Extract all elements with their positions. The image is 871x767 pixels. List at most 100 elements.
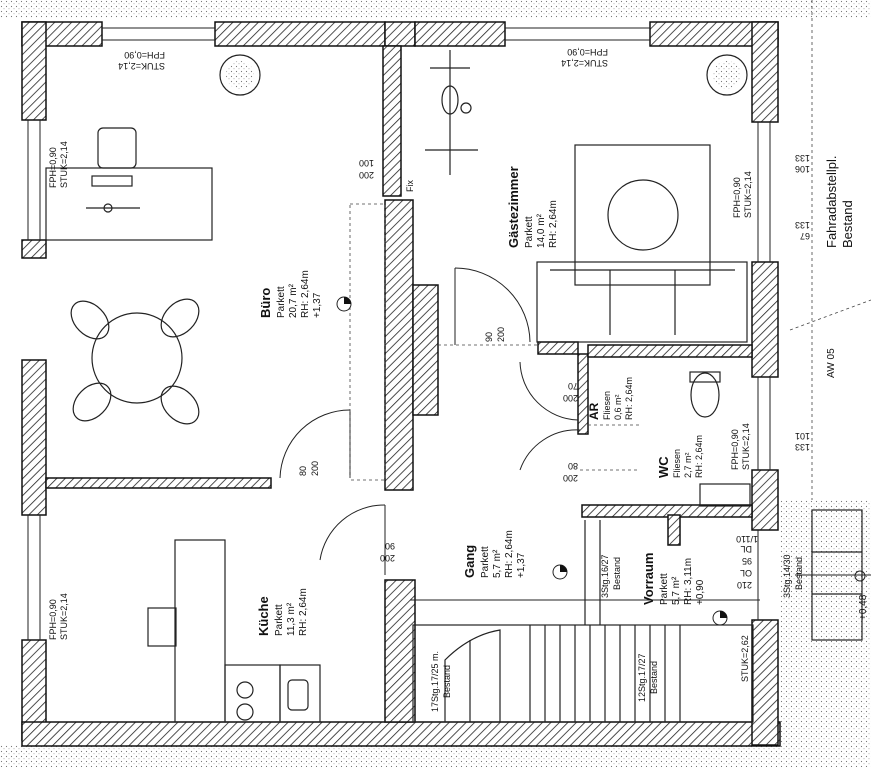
kitchen-counter: [147, 539, 321, 723]
door-dimension: 90 200: [484, 327, 506, 342]
room-area: 5,7 m²: [671, 576, 682, 605]
door-swing: [454, 267, 531, 343]
desk-furniture: [45, 127, 213, 241]
svg-text:80: 80: [298, 466, 308, 476]
bike-icon: [425, 50, 478, 175]
svg-text:106: 106: [795, 164, 810, 174]
room-level: +0,90: [695, 579, 706, 605]
property-line: [789, 299, 871, 331]
window-label: FPH=0,90 STUK=2,14: [730, 423, 751, 470]
svg-text:210: 210: [737, 580, 752, 590]
fix-label: Fix: [405, 180, 415, 192]
svg-text:133: 133: [795, 153, 810, 163]
exterior-right: [780, 500, 871, 745]
svg-text:STUK=2,14: STUK=2,14: [59, 141, 69, 188]
plant-icon: [219, 54, 261, 96]
svg-text:200: 200: [380, 553, 395, 563]
level-marker-icon: [336, 296, 352, 312]
door-swing: [519, 361, 579, 421]
door-dimension: 200 100: [359, 158, 374, 180]
room-level: +1,37: [516, 552, 527, 578]
window-label: FPH=0,90 STUK=2,14: [48, 593, 69, 640]
window-lines: [27, 27, 771, 640]
svg-text:90: 90: [484, 332, 494, 342]
window-label: STUK=2,14 FPH=0,90: [561, 47, 608, 68]
stair-label: 17Stg.17/25 m. Bestand: [430, 651, 452, 712]
stair-label: 3Stg.14/30 Bestand: [782, 554, 804, 598]
room-vorraum: Vorraum Parkett 5,7 m² RH: 3,11m +0,90: [641, 553, 706, 606]
exterior-level: +0,48: [858, 594, 869, 620]
svg-text:3Stg.14/30: 3Stg.14/30: [782, 554, 792, 598]
room-height: RH: 2,64m: [548, 200, 559, 248]
sink-icon: [699, 483, 751, 507]
door-swing: [319, 504, 386, 561]
svg-text:OL: OL: [740, 568, 752, 578]
svg-text:200: 200: [563, 473, 578, 483]
svg-text:95: 95: [742, 556, 752, 566]
room-name: Vorraum: [641, 553, 656, 606]
window-label: FPH=0,90 STUK=2,14: [48, 141, 69, 188]
stairs: [410, 520, 760, 723]
room-floor: Parkett: [276, 286, 287, 318]
svg-text:STUK=2,14: STUK=2,14: [59, 593, 69, 640]
toilet-tank: [689, 371, 721, 383]
exterior-bottom: [0, 745, 871, 767]
dining-table: [70, 298, 200, 425]
room-name: AR: [587, 402, 601, 420]
window-label: STUK=2,62: [740, 635, 750, 682]
room-name: Küche: [256, 596, 271, 636]
room-area: 11,3 m²: [286, 602, 297, 636]
svg-text:FPH=0,90: FPH=0,90: [567, 47, 608, 57]
window-label: FPH=0,90 STUK=2,14: [732, 171, 753, 218]
door-swing: [279, 409, 351, 479]
svg-text:Bestand: Bestand: [612, 557, 622, 590]
svg-text:STUK=2,14: STUK=2,14: [561, 58, 608, 68]
svg-text:200: 200: [563, 393, 578, 403]
room-floor: Fliesen: [602, 391, 612, 420]
room-floor: Parkett: [524, 216, 535, 248]
bed: [574, 144, 711, 286]
outer-walls: [21, 21, 781, 747]
door-swing: [519, 429, 581, 471]
room-height: RH: 3,11m: [683, 558, 694, 605]
svg-text:200: 200: [496, 327, 506, 342]
stair-label: 3Stg.16/27 Bestand: [600, 554, 622, 598]
room-area: 2,7 m²: [683, 452, 693, 478]
room-floor: Parkett: [480, 546, 491, 578]
svg-text:133: 133: [795, 220, 810, 230]
svg-text:FPH=0,90: FPH=0,90: [48, 147, 58, 188]
svg-text:101: 101: [795, 431, 810, 441]
room-buero: Büro Parkett 20,7 m² RH: 2,64m +1,37: [258, 270, 323, 318]
svg-text:Fahradabstellpl.: Fahradabstellpl.: [824, 156, 839, 249]
svg-text:FPH=0,90: FPH=0,90: [48, 599, 58, 640]
exterior-top: [0, 0, 871, 18]
room-height: RH: 2,64m: [624, 377, 634, 420]
room-floor: Parkett: [659, 573, 670, 605]
sofa: [536, 261, 748, 343]
svg-text:FPH=0,90: FPH=0,90: [732, 177, 742, 218]
room-height: RH: 2,64m: [300, 270, 311, 318]
room-wc: WC Fliesen 2,7 m² RH: 2,64m: [656, 435, 704, 478]
svg-text:100: 100: [359, 158, 374, 168]
svg-text:12Stg.17/27: 12Stg.17/27: [637, 653, 647, 702]
door-dimension: 1/110: [736, 534, 758, 544]
svg-text:80: 80: [568, 461, 578, 471]
svg-text:STUK=2,14: STUK=2,14: [741, 423, 751, 470]
svg-text:17Stg.17/25 m.: 17Stg.17/25 m.: [430, 651, 440, 712]
svg-text:DL: DL: [740, 544, 752, 554]
window-label: STUK=2,14 FPH=0,90: [118, 50, 165, 71]
room-area: 20,7 m²: [288, 283, 299, 318]
wall-outline: [349, 203, 386, 481]
svg-text:STUK=2,14: STUK=2,14: [118, 61, 165, 71]
room-floor: Parkett: [274, 604, 285, 636]
room-name: WC: [656, 456, 671, 478]
door-dimension: 200 70: [563, 381, 578, 403]
svg-text:200: 200: [310, 461, 320, 476]
exterior-steps: [795, 509, 871, 641]
svg-text:FPH=0,90: FPH=0,90: [730, 429, 740, 470]
svg-text:67: 67: [800, 231, 810, 241]
room-gast: Gästezimmer Parkett 14,0 m² RH: 2,64m: [506, 166, 559, 248]
door-dimension: 200 80: [563, 461, 578, 483]
